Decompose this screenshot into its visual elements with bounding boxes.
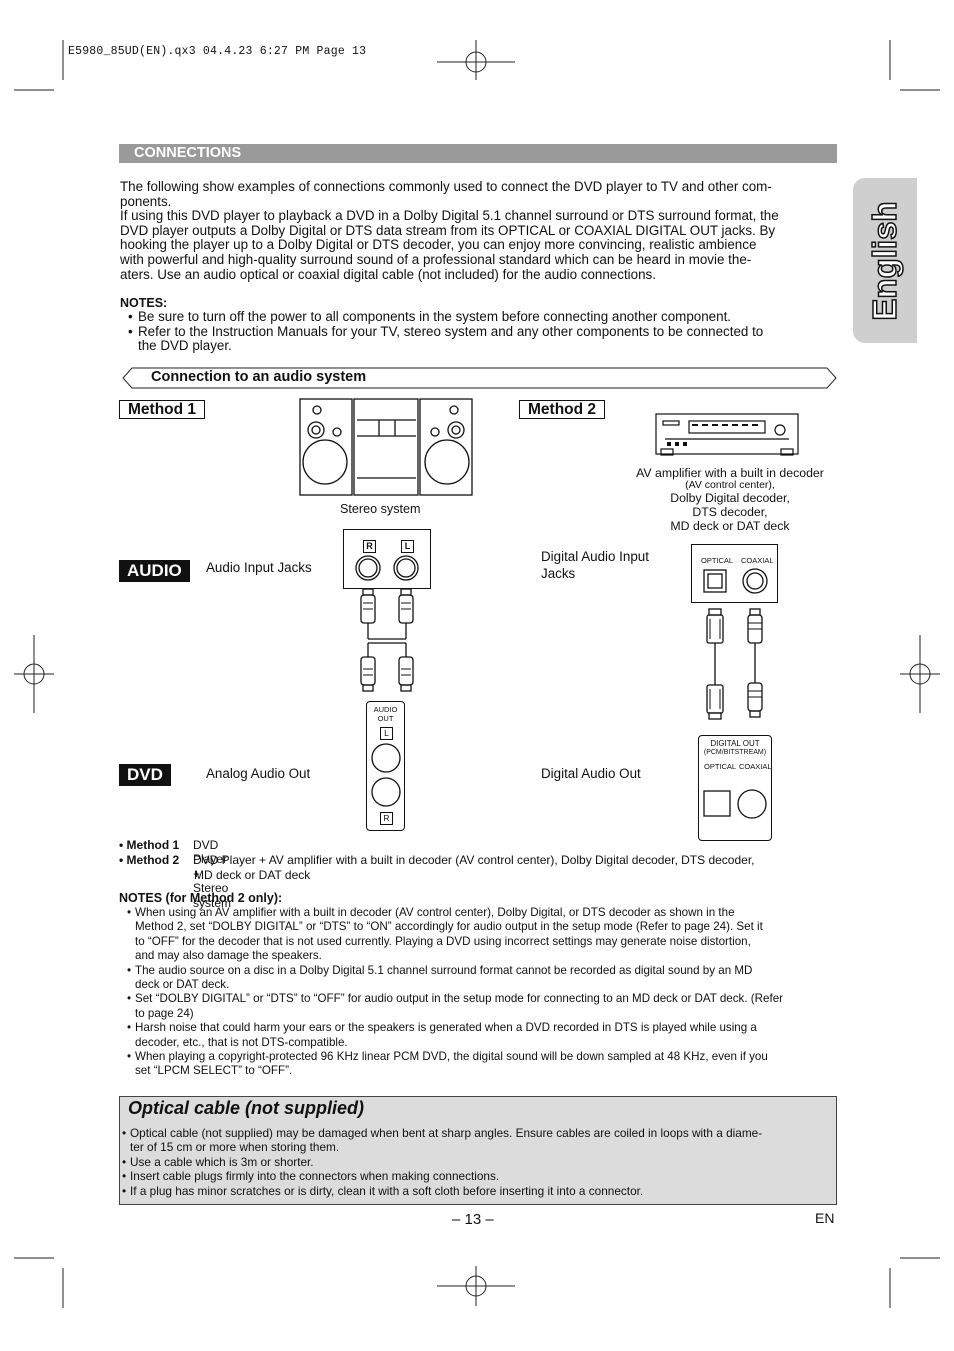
method2-text-line2: MD deck or DAT deck	[194, 868, 311, 882]
page-number: – 13 –	[452, 1211, 494, 1228]
notes2-item: The audio source on a disc in a Dolby Di…	[119, 964, 839, 993]
intro-paragraph: The following show examples of connectio…	[120, 179, 836, 282]
section-header: CONNECTIONS	[119, 144, 837, 163]
method1-label: Method 1	[119, 400, 206, 419]
notes-block: NOTES: Be sure to turn off the power to …	[120, 296, 836, 354]
digital-out-panel	[698, 735, 772, 841]
optical-line: If a plug has minor scratches or is dirt…	[130, 1183, 644, 1198]
notes2-line: and may also damage the speakers.	[135, 949, 322, 963]
av-amplifier-icon	[655, 413, 799, 456]
optical-line: Insert cable plugs firmly into the conne…	[130, 1169, 500, 1184]
av-caption-line: MD deck or DAT deck	[670, 519, 790, 533]
intro-line: with powerful and high-quality surround …	[120, 251, 752, 267]
notes2-item: Set “DOLBY DIGITAL” or “DTS” to “OFF” fo…	[119, 992, 839, 1021]
notes2-item: When playing a copyright-protected 96 KH…	[119, 1050, 839, 1079]
optical-line: Use a cable which is 3m or shorter.	[130, 1154, 314, 1169]
notes2-line: to page 24)	[135, 1006, 194, 1020]
notes2-line: Method 2, set “DOLBY DIGITAL” or “DTS” t…	[135, 920, 763, 934]
notes2-line: The audio source on a disc in a Dolby Di…	[135, 963, 753, 977]
method2-text: DVD Player + AV amplifier with a built i…	[193, 853, 755, 867]
notes2-item: Harsh noise that could harm your ears or…	[119, 1021, 839, 1050]
jack-r-marker: R	[363, 540, 376, 553]
notes2-line: Set “DOLBY DIGITAL” or “DTS” to “OFF” fo…	[135, 992, 784, 1006]
digital-input-label-1: Digital Audio Input	[541, 549, 649, 564]
note-item: Refer to the Instruction Manuals for you…	[120, 323, 836, 354]
notes2-line: Harsh noise that could harm your ears or…	[135, 1021, 757, 1035]
language-tab: English	[853, 178, 917, 343]
audio-out-l-marker: L	[380, 727, 393, 740]
subsection-title: Connection to an audio system	[151, 369, 367, 385]
audio-out-panel-label-2: OUT	[377, 714, 394, 723]
digital-out-label-1: DIGITAL OUT	[710, 739, 760, 748]
dvd-badge: DVD	[119, 764, 171, 786]
note-line: Be sure to turn off the power to all com…	[138, 309, 732, 324]
optical-jack-label: OPTICAL	[701, 556, 734, 565]
notes2-line: When playing a copyright-protected 96 KH…	[135, 1050, 768, 1064]
optical-cable-title: Optical cable (not supplied)	[128, 1098, 365, 1118]
notes2-block: NOTES (for Method 2 only): When using an…	[119, 891, 839, 1079]
notes2-line: When using an AV amplifier with a built …	[135, 906, 735, 919]
print-slug: E5980_85UD(EN).qx3 04.4.23 6:27 PM Page …	[68, 45, 367, 58]
language-code: EN	[815, 1210, 835, 1226]
digital-input-panel	[691, 544, 778, 603]
note-item: Be sure to turn off the power to all com…	[120, 309, 836, 325]
optical-item: Optical cable (not supplied) may be dama…	[121, 1126, 831, 1155]
audio-input-jacks-label: Audio Input Jacks	[206, 560, 312, 575]
digital-audio-out-label: Digital Audio Out	[541, 766, 641, 781]
digital-out-optical-label: OPTICAL	[704, 762, 737, 771]
optical-line: ter of 15 cm or more when storing them.	[130, 1140, 340, 1155]
digital-out-coaxial-label: COAXIAL	[739, 762, 772, 771]
audio-out-r-marker: R	[380, 812, 393, 825]
intro-line: ponents.	[120, 193, 172, 209]
intro-line: hooking the player up to a Dolby Digital…	[120, 237, 757, 253]
audio-badge: AUDIO	[119, 560, 190, 582]
method2-label: Method 2	[519, 400, 606, 419]
av-caption-line: DTS decoder,	[692, 505, 768, 519]
stereo-caption: Stereo system	[340, 502, 421, 516]
note-line: the DVD player.	[138, 338, 232, 354]
intro-line: If using this DVD player to playback a D…	[120, 208, 779, 224]
coaxial-jack-label: COAXIAL	[741, 556, 774, 565]
subsection-banner-frame	[122, 367, 837, 389]
intro-line: The following show examples of connectio…	[120, 179, 772, 194]
audio-out-panel	[366, 701, 405, 831]
notes2-heading: NOTES (for Method 2 only):	[119, 891, 283, 905]
av-caption-line: (AV control center),	[685, 479, 775, 491]
notes2-line: to “OFF” for the decoder that is not use…	[135, 934, 751, 948]
optical-item: If a plug has minor scratches or is dirt…	[121, 1183, 831, 1199]
analog-audio-out-label: Analog Audio Out	[206, 766, 311, 781]
digital-out-label-2: (PCM/BITSTREAM)	[703, 749, 767, 756]
audio-out-panel-label-1: AUDIO	[373, 705, 398, 714]
optical-item: Insert cable plugs firmly into the conne…	[121, 1169, 831, 1184]
intro-line: DVD player outputs a Dolby Digital or DT…	[120, 222, 776, 238]
digital-input-label-2: Jacks	[541, 566, 576, 581]
notes2-line: decoder, etc., that is not DTS-compatibl…	[135, 1035, 348, 1049]
optical-item: Use a cable which is 3m or shorter.	[121, 1154, 831, 1170]
note-line: Refer to the Instruction Manuals for you…	[138, 323, 764, 339]
intro-line: aters. Use an audio optical or coaxial d…	[120, 266, 656, 282]
analog-cable-diagram	[355, 555, 419, 692]
digital-out-jacks	[703, 789, 767, 819]
digital-cable-diagram	[703, 568, 768, 720]
method2-bullet: • Method 2	[119, 853, 180, 867]
language-tab-label: English	[865, 200, 904, 321]
notes2-item: When using an AV amplifier with a built …	[119, 906, 839, 964]
notes2-line: set “LPCM SELECT” to “OFF”.	[135, 1064, 293, 1078]
optical-cable-list: Optical cable (not supplied) may be dama…	[121, 1126, 831, 1198]
notes2-line: deck or DAT deck.	[135, 978, 230, 992]
method-list: • Method 1 DVD Player + Stereo system • …	[119, 838, 754, 910]
section-header-label: CONNECTIONS	[134, 145, 242, 161]
method1-bullet: • Method 1	[119, 838, 180, 852]
notes-heading: NOTES:	[120, 296, 168, 310]
optical-line: Optical cable (not supplied) may be dama…	[130, 1126, 763, 1140]
audio-out-jacks	[371, 743, 401, 807]
av-caption: AV amplifier with a built in decoder (AV…	[620, 466, 840, 533]
av-caption-line: AV amplifier with a built in decoder	[636, 466, 824, 480]
stereo-system-icon	[299, 398, 473, 496]
av-caption-line: Dolby Digital decoder,	[670, 491, 790, 505]
jack-l-marker: L	[401, 540, 414, 553]
audio-input-panel	[343, 529, 431, 589]
